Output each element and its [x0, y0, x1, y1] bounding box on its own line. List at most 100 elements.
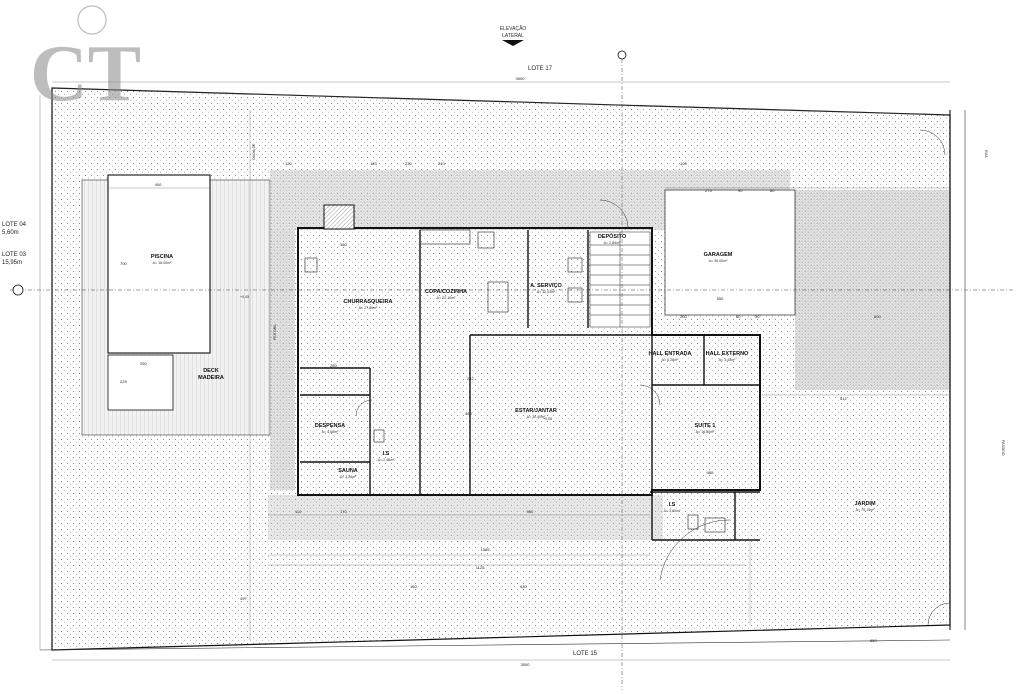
door-swings [355, 129, 951, 626]
level-label-1: +0,05 [240, 295, 249, 299]
stairs [589, 231, 651, 328]
svg-text:497: 497 [240, 596, 247, 601]
room-hall-entrada-area: A= 5,28m² [662, 358, 679, 362]
svg-text:480: 480 [707, 470, 714, 475]
svg-text:30: 30 [755, 314, 760, 319]
svg-text:183: 183 [370, 161, 377, 166]
svg-text:225: 225 [120, 379, 127, 384]
svg-text:512: 512 [840, 396, 847, 401]
pool [107, 174, 211, 354]
lot-17-label: LOTE 17 [528, 66, 553, 72]
pool-step [107, 354, 174, 411]
peitoril-label: PEITORIL [273, 324, 277, 340]
fridge [487, 281, 509, 313]
svg-text:CT: CT [30, 30, 141, 118]
svg-text:90: 90 [738, 188, 743, 193]
lot-03-value: 15,95m [2, 260, 22, 266]
room-servico: A. SERVIÇO [530, 283, 562, 289]
svg-text:700: 700 [120, 261, 127, 266]
garage-area [664, 189, 796, 316]
dimension-lines [39, 81, 950, 661]
svg-text:3500: 3500 [516, 76, 526, 81]
room-sauna-area: A= 3,28m² [340, 475, 357, 479]
svg-text:480: 480 [465, 411, 472, 416]
room-is-1-area: A= 2,45m² [378, 458, 395, 462]
svg-text:242: 242 [467, 376, 474, 381]
room-labels: PISCINA A= 18,00m² DECK MADEIRA CHURRASQ… [151, 232, 876, 513]
room-piscina: PISCINA [151, 254, 173, 260]
room-churrasqueira-area: A= 27,86m² [359, 306, 378, 310]
rua-label: RUA [984, 150, 988, 158]
svg-text:200: 200 [680, 314, 687, 319]
elevation-marker: ELEVAÇÃO LATERAL [500, 25, 527, 46]
dryer [567, 287, 583, 303]
room-garagem: GARAGEM [704, 252, 733, 258]
room-jardim: JARDIM [854, 501, 876, 507]
svg-text:170: 170 [340, 509, 347, 514]
svg-text:60: 60 [736, 314, 741, 319]
sink-2 [704, 517, 726, 533]
room-estar: ESTAR/JANTAR [515, 408, 557, 414]
room-is-2: I.S [669, 502, 676, 508]
svg-text:180: 180 [340, 242, 347, 247]
svg-text:80: 80 [770, 188, 775, 193]
svg-text:LATERAL: LATERAL [502, 33, 524, 39]
kitchen-counter [419, 229, 471, 245]
svg-text:240: 240 [438, 161, 445, 166]
washer [567, 257, 583, 273]
svg-text:1065: 1065 [481, 547, 491, 552]
svg-text:275: 275 [705, 188, 712, 193]
svg-text:ELEVAÇÃO: ELEVAÇÃO [500, 25, 527, 32]
svg-text:230: 230 [405, 161, 412, 166]
passeio-label: PASSEIO [1001, 440, 1005, 456]
lot-15-label: LOTE 15 [573, 651, 598, 657]
svg-text:600: 600 [874, 314, 881, 319]
svg-text:950: 950 [527, 509, 534, 514]
svg-text:160: 160 [410, 584, 417, 589]
room-despensa-area: A= 4,68m² [322, 430, 339, 434]
svg-text:650: 650 [870, 638, 877, 643]
room-despensa: DESPENSA [315, 423, 345, 429]
axis-marker-left [12, 284, 24, 296]
svg-text:100: 100 [680, 161, 687, 166]
room-piscina-area: A= 18,00m² [153, 261, 172, 265]
room-copa: COPA/COZINHA [425, 289, 467, 295]
lot-03-label: LOTE 03 [2, 252, 27, 258]
toilet-1 [373, 429, 385, 443]
room-is-2-area: A= 3,60m² [664, 509, 681, 513]
svg-text:550: 550 [717, 296, 724, 301]
room-churrasqueira: CHURRASQUEIRA [344, 299, 393, 305]
room-hall-entrada: HALL ENTRADA [649, 351, 692, 357]
lot-04-label: LOTE 04 [2, 222, 27, 228]
axis-marker-top [617, 50, 627, 60]
company-logo: CT [30, 5, 141, 118]
room-copa-area: A= 22,10m² [437, 296, 456, 300]
room-deposito: DEPÓSITO [598, 232, 627, 240]
paving-left [270, 230, 295, 490]
room-hall-externo: HALL EXTERNO [706, 351, 749, 357]
room-servico-area: A= 11,41m² [537, 290, 556, 294]
stove [477, 231, 495, 249]
room-deck-sub: MADEIRA [198, 375, 224, 381]
room-hall-externo-area: A= 3,45m² [719, 358, 736, 362]
room-deposito-area: A= 2,89m² [604, 241, 621, 245]
house-outline [297, 227, 761, 496]
svg-text:1125: 1125 [476, 565, 485, 570]
interior-walls [300, 230, 760, 541]
svg-text:250: 250 [140, 361, 147, 366]
svg-text:110: 110 [295, 509, 302, 514]
paving-right [795, 190, 950, 390]
lot-04-value: 5,60m [2, 230, 19, 236]
room-sauna: SAUNA [338, 468, 358, 474]
toilet-2 [687, 514, 699, 530]
svg-text:120: 120 [285, 161, 292, 166]
level-label-2: +0,05 [543, 417, 552, 421]
dimension-texts: 3500 3500 400 700 250 225 180 250 242 48… [120, 76, 881, 667]
bbq-sink [304, 257, 318, 273]
svg-text:430: 430 [520, 584, 527, 589]
svg-text:3500: 3500 [521, 662, 531, 667]
grill [323, 204, 355, 230]
room-estar-area: A= 30,40m² [527, 415, 546, 419]
svg-text:250: 250 [330, 363, 337, 368]
svg-text:400: 400 [155, 182, 162, 187]
